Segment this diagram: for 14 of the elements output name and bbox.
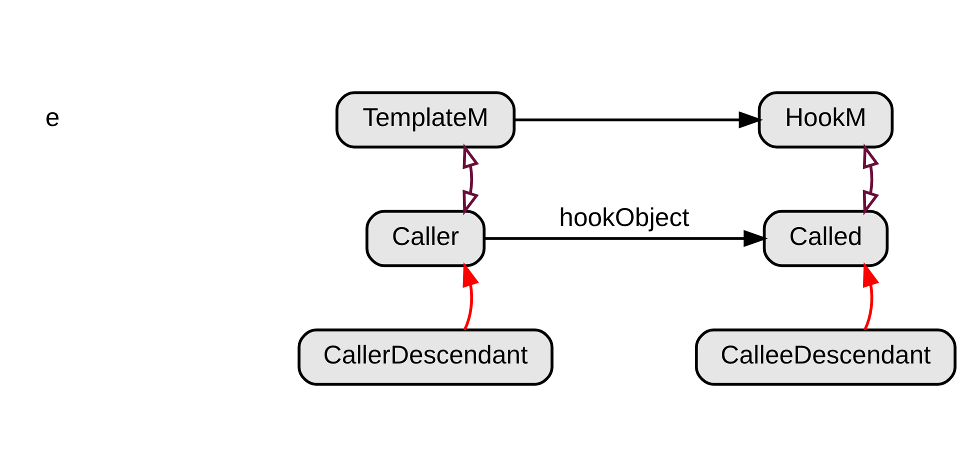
node-box: CallerDescendant [298,328,554,386]
node-box: Caller [366,209,486,267]
label: e [45,104,60,132]
arrow [862,262,880,330]
arrow [484,229,768,247]
arrow [862,142,880,215]
node-box: TemplateM [336,90,516,148]
node-box: Called [762,209,889,267]
node-box: CalleeDescendant [694,328,956,386]
node-box: HookM [758,90,894,148]
arrow [462,262,479,330]
arrow [514,110,764,128]
arrow [462,142,479,215]
edge-label: hookObject [559,204,690,232]
